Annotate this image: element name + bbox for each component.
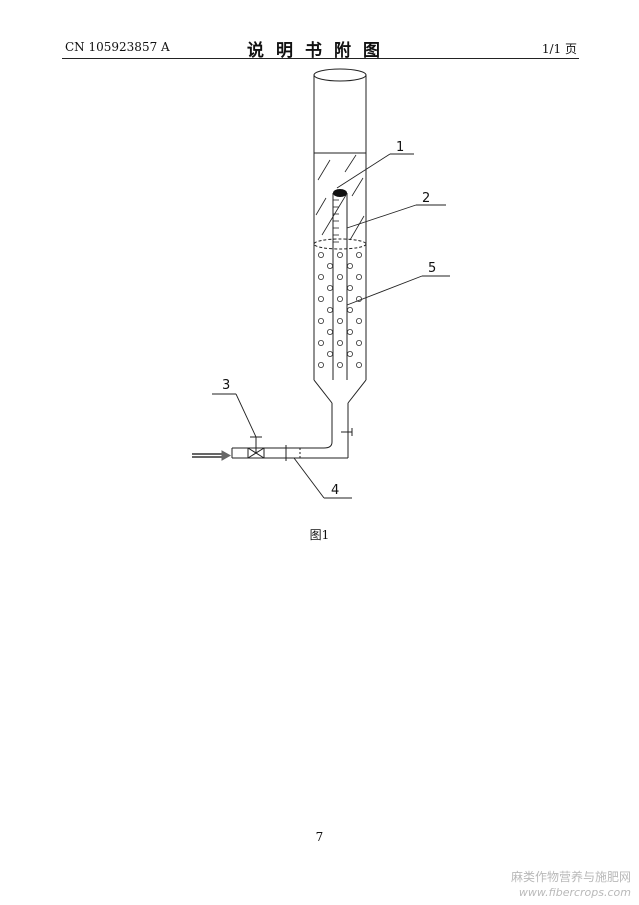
page-count: 1/1 页 (541, 42, 577, 56)
perforation-hole (355, 317, 362, 324)
perforation-hole (317, 295, 324, 302)
perforation-hole (346, 328, 353, 335)
perforation-hole (346, 262, 353, 269)
perforation-hole (317, 361, 324, 368)
page-number: 7 (315, 830, 324, 844)
perforation-hole (317, 251, 324, 258)
inlet-arrow (192, 450, 232, 461)
perforated-top-ellipse (313, 238, 367, 250)
watermark-text: 麻类作物营养与施肥网 (510, 870, 631, 884)
perforation-hole (317, 339, 324, 346)
header-rule (62, 58, 579, 59)
perforation-hole (326, 262, 333, 269)
perforation-hole (346, 350, 353, 357)
perforation-holes (317, 251, 362, 368)
column-top-ellipse (313, 68, 367, 82)
liquid-hatching (315, 154, 365, 241)
perforation-hole (336, 273, 343, 280)
inner-tube-scale (333, 199, 339, 243)
perforation-hole (355, 273, 362, 280)
perforation-hole (336, 339, 343, 346)
perforation-hole (346, 284, 353, 291)
figure-caption: 图1 (309, 528, 330, 542)
cone-left (313, 379, 333, 404)
inner-tube-top (333, 189, 347, 197)
watermark: 麻类作物营养与施肥网 www.fibercrops.com (511, 870, 631, 900)
leader-lines (212, 153, 450, 499)
perforation-hole (355, 251, 362, 258)
part-label-1: 1 (396, 140, 404, 155)
elbow-inner (323, 441, 333, 449)
part-label-2: 2 (422, 191, 430, 206)
perforation-hole (355, 295, 362, 302)
perforation-hole (326, 306, 333, 313)
valve (247, 436, 265, 459)
perforation-hole (317, 317, 324, 324)
perforation-hole (336, 361, 343, 368)
cone-right (347, 379, 367, 404)
perforation-hole (326, 350, 333, 357)
document-title: 说明书附图 (247, 41, 392, 61)
perforation-hole (326, 284, 333, 291)
publication-number: CN 105923857 A (65, 40, 170, 54)
perforation-hole (336, 251, 343, 258)
perforation-hole (326, 328, 333, 335)
part-label-3: 3 (222, 378, 230, 393)
perforation-hole (336, 317, 343, 324)
perforation-hole (346, 306, 353, 313)
perforation-hole (355, 339, 362, 346)
perforation-hole (336, 295, 343, 302)
part-label-4: 4 (331, 483, 339, 498)
perforation-hole (355, 361, 362, 368)
part-label-5: 5 (428, 261, 436, 276)
perforation-hole (317, 273, 324, 280)
watermark-url: www.fibercrops.com (518, 886, 631, 899)
